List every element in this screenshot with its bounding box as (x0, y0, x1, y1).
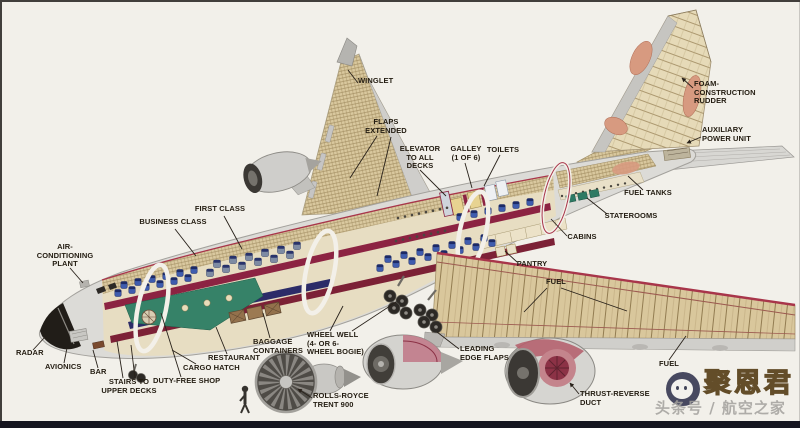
rudder-foam-panel (629, 40, 653, 76)
main-landing-gear (383, 275, 443, 334)
rudder-foam-panel (682, 75, 702, 117)
label-leading-edge-flaps: LEADING EDGE FLAPS (460, 344, 509, 362)
label-galley: GALLEY (1 OF 6) (450, 144, 482, 162)
label-fuel-right: FUEL (659, 359, 679, 368)
restaurant-table (225, 294, 233, 302)
near-wing (427, 251, 796, 352)
far-wing (243, 37, 433, 216)
label-cabins: CABINS (567, 232, 597, 241)
label-bar: BAR (90, 367, 107, 376)
apu-unit (663, 147, 691, 161)
trent900-engine (254, 350, 361, 414)
restaurant-table (181, 304, 189, 312)
label-pantry: PANTRY (516, 259, 548, 268)
restaurant-table (203, 299, 211, 307)
nose-section (40, 279, 146, 383)
toilet-module (495, 179, 509, 197)
extended-flap (325, 124, 335, 143)
elevator-shaft (439, 190, 454, 218)
label-winglet: WINGLET (358, 76, 394, 85)
mid-windows (394, 206, 449, 243)
inner-engine (362, 331, 463, 390)
label-baggage: BAGGAGE CONTAINERS (253, 337, 304, 355)
leader-lines (32, 69, 702, 399)
pantry-units (495, 243, 518, 258)
label-duty-free: DUTY-FREE SHOP (153, 376, 221, 385)
label-first-class: FIRST CLASS (194, 204, 246, 213)
spiral-staircase (141, 309, 157, 325)
label-fuel-tanks: FUEL TANKS (624, 188, 672, 197)
label-elevator: ELEVATOR TO ALL DECKS (399, 144, 441, 171)
label-wheel-well: WHEEL WELL (4- OR 6- WHEEL BOGIE) (307, 330, 364, 357)
label-thrust-reverse: THRUST-REVERSE DUCT (580, 389, 650, 407)
label-flaps-extended: FLAPS EXTENDED (365, 117, 407, 135)
footer-bar (0, 421, 800, 428)
label-foam-rudder: FOAM- CONSTRUCTION RUDDER (694, 79, 756, 106)
cockpit-window (96, 286, 106, 294)
winglet-shape (336, 37, 358, 67)
label-staterooms: STATEROOMS (604, 211, 658, 220)
label-rolls-royce: ROLLS-ROYCE TRENT 900 (313, 391, 369, 409)
label-restaurant: RESTAURANT (208, 353, 261, 362)
thrust-reverse-engine (504, 337, 596, 405)
label-avionics: AVIONICS (45, 362, 82, 371)
bar-counter (92, 340, 105, 350)
tail-fin (591, 9, 712, 153)
far-engine (243, 151, 322, 196)
label-apu: AUXILIARY POWER UNIT (702, 125, 751, 143)
label-air-conditioning: AIR- CONDITIONING PLANT (36, 242, 94, 269)
avionics-bay (68, 328, 89, 343)
baggage-containers-shapes (228, 301, 282, 324)
cockpit-window (108, 282, 117, 290)
label-cargo-hatch: CARGO HATCH (183, 363, 240, 372)
label-fuel-left: FUEL (546, 277, 566, 286)
label-toilets: TOILETS (486, 145, 520, 154)
human-figure (239, 385, 250, 414)
label-radar: RADAR (16, 348, 44, 357)
label-business-class: BUSINESS CLASS (139, 217, 207, 226)
label-stairs: STAIRS TO UPPER DECKS (101, 377, 157, 395)
